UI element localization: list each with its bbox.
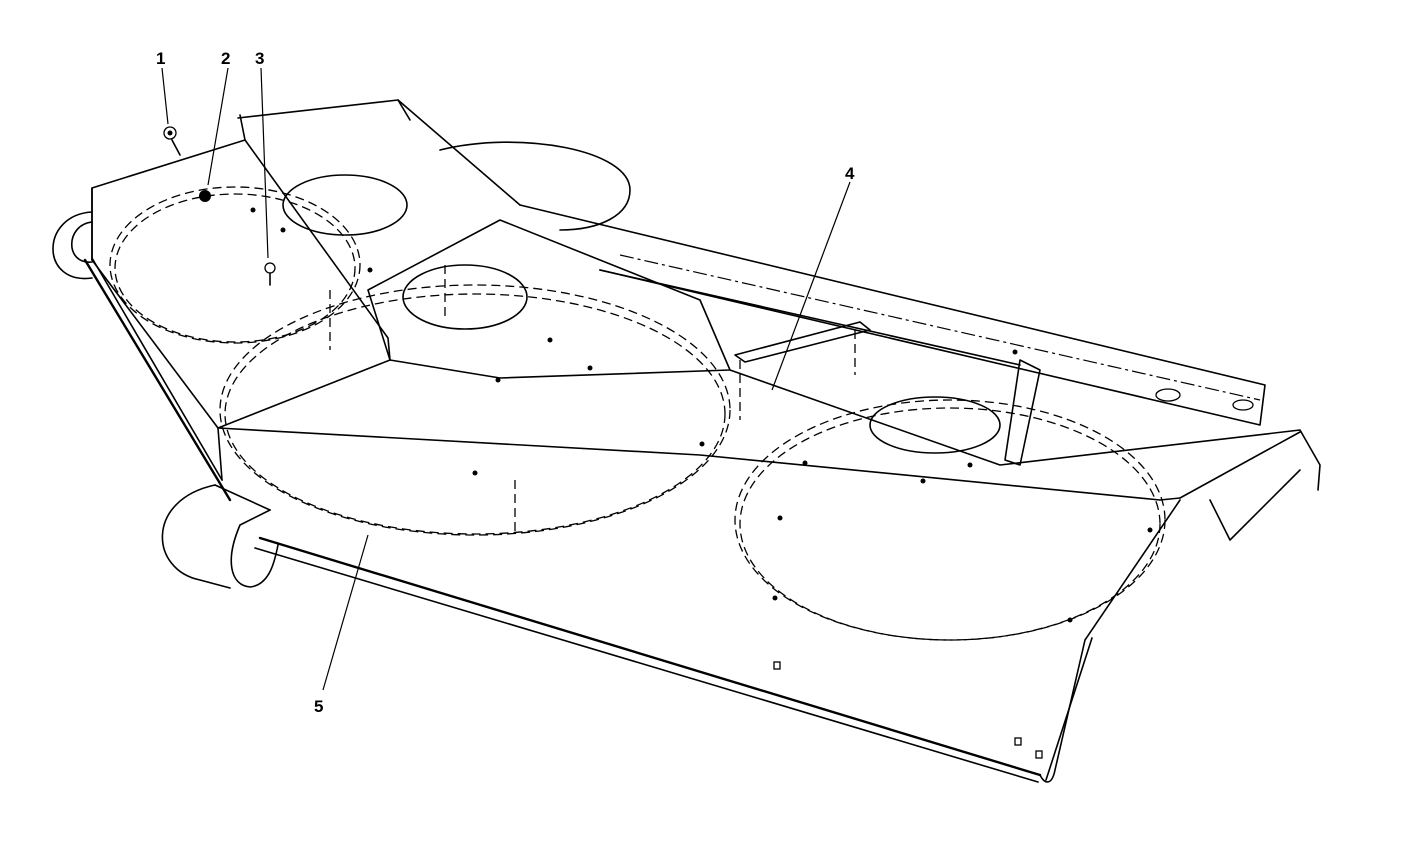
blade-paths: [109, 186, 1166, 641]
front-skirt: [217, 427, 1181, 783]
right-platform: [729, 369, 1321, 541]
callout-4: 4: [845, 164, 855, 183]
deck-rail: [519, 204, 1266, 426]
left-skirt: [52, 211, 232, 502]
callout-2: 2: [221, 49, 231, 68]
rear-shroud: [439, 141, 631, 231]
fastener-screw: [264, 262, 276, 286]
callout-1: 1: [156, 49, 166, 68]
fastener-bolt: [163, 126, 181, 156]
discharge-chute: [161, 484, 279, 589]
deck-bracket: [734, 321, 1041, 466]
callout-3: 3: [255, 49, 265, 68]
callout-5: 5: [314, 697, 324, 716]
fastener-nut: [199, 190, 211, 202]
center-plate: [282, 174, 731, 379]
mounting-holes: [250, 207, 1153, 623]
leader-lines: [161, 67, 851, 691]
